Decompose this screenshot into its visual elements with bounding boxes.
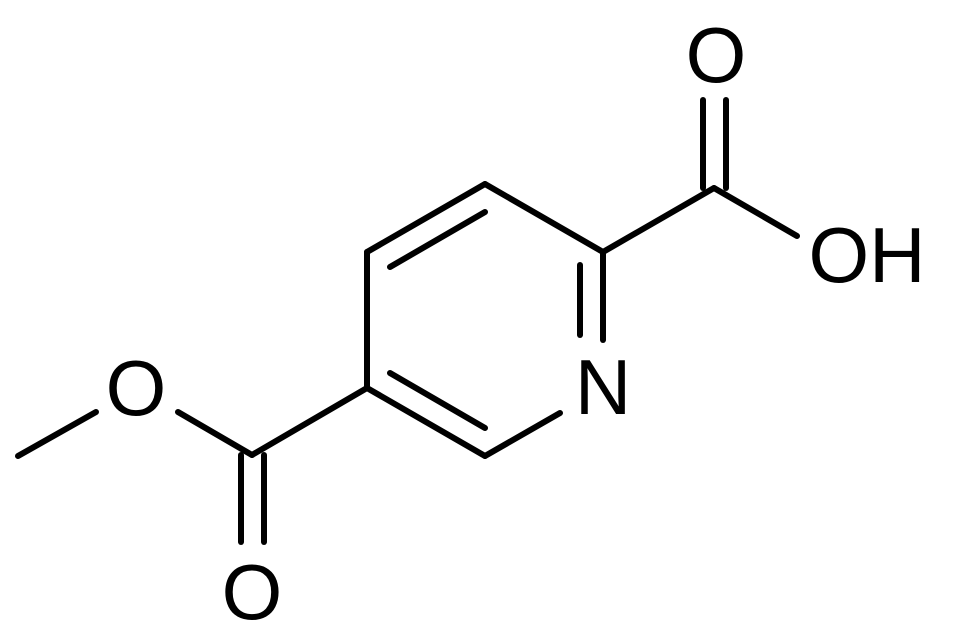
ring-bond-c3-c2 (482, 181, 606, 255)
ester-bond-c5-c (249, 385, 370, 458)
ring-bond-c5-c6-inner (387, 370, 488, 431)
acid-bond-c-oh (711, 185, 800, 239)
acid-hydroxyl-label: OH (809, 211, 926, 299)
ring-bond-c6-n (482, 410, 563, 459)
ester-bond-c-o (175, 409, 255, 458)
acid-carbonyl-oxygen-label: O (686, 11, 747, 99)
ring-bond-c3-c4-inner (387, 209, 488, 270)
ester-bond-o-methyl (15, 409, 99, 459)
ring-bond-c5-c6 (364, 385, 488, 459)
acid-bond-c2-c (600, 185, 717, 255)
ring-nitrogen-label: N (575, 343, 631, 431)
ester-ether-oxygen-label: O (106, 344, 167, 432)
ring-bond-c3-c4 (364, 181, 488, 255)
ester-carbonyl-oxygen-label: O (222, 548, 283, 636)
